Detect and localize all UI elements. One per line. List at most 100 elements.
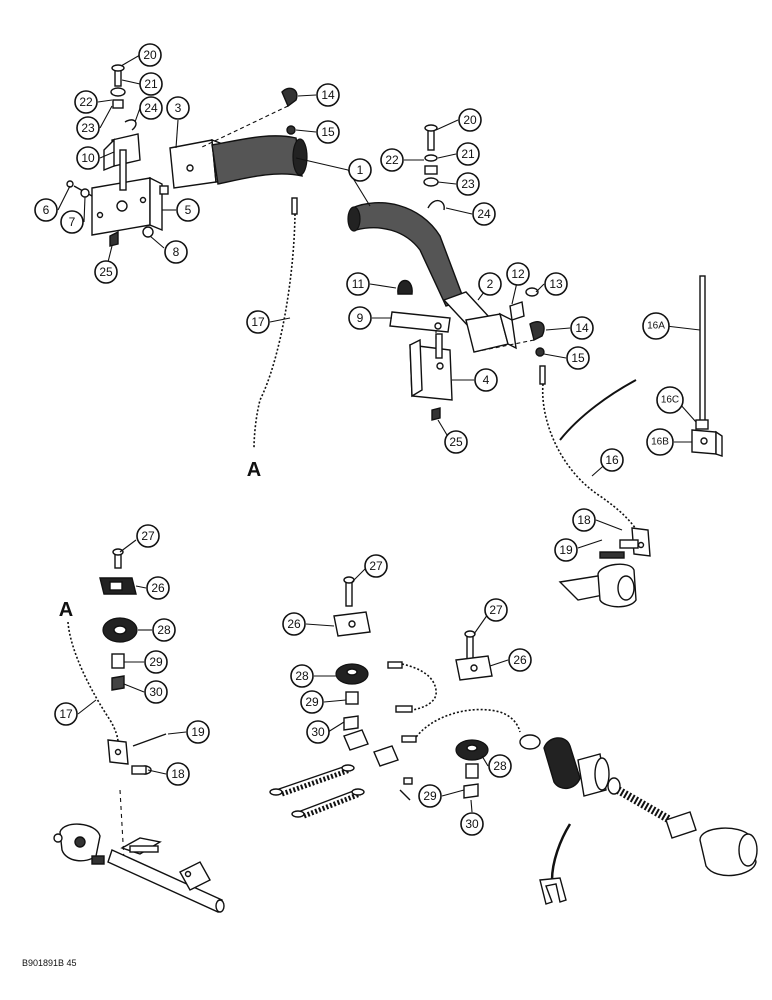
callout-7: 7 <box>60 210 84 234</box>
svg-text:9: 9 <box>357 311 364 325</box>
actuator-bracket-right <box>558 539 639 608</box>
svg-text:17: 17 <box>251 315 265 329</box>
callout-17-lower: 17 <box>54 702 78 726</box>
callout-23: 23 <box>76 116 100 140</box>
svg-text:2: 2 <box>487 277 494 291</box>
callout-25: 25 <box>94 260 118 284</box>
svg-text:21: 21 <box>461 147 475 161</box>
svg-text:26: 26 <box>513 653 527 667</box>
callout-30-center: 30 <box>306 720 330 744</box>
cables-lower-right <box>387 661 521 743</box>
plate-9 <box>389 311 451 333</box>
svg-text:30: 30 <box>149 685 163 699</box>
callout-25-right: 25 <box>444 430 468 454</box>
svg-text:14: 14 <box>575 321 589 335</box>
svg-text:24: 24 <box>477 207 491 221</box>
callout-24-right: 24 <box>472 202 496 226</box>
bracket-26-center <box>333 576 371 637</box>
svg-text:11: 11 <box>352 277 365 291</box>
callout-27-left: 27 <box>136 524 160 548</box>
callout-29-right: 29 <box>418 784 442 808</box>
callout-8: 8 <box>164 240 188 264</box>
svg-text:28: 28 <box>157 623 171 637</box>
callout-13: 13 <box>544 272 568 296</box>
callout-19-lower: 19 <box>186 720 210 744</box>
svg-text:15: 15 <box>321 125 335 139</box>
bracket-5 <box>91 176 163 236</box>
svg-text:16C: 16C <box>661 395 679 406</box>
callout-26-right: 26 <box>508 648 532 672</box>
figure-code: B901891B 45 <box>22 958 77 968</box>
svg-text:23: 23 <box>461 177 475 191</box>
hardware-lower-left <box>99 548 138 691</box>
callout-28-center: 28 <box>290 664 314 688</box>
callout-29-left: 29 <box>144 650 168 674</box>
svg-text:22: 22 <box>79 95 93 109</box>
svg-text:27: 27 <box>489 603 503 617</box>
callout-27-center: 27 <box>364 554 388 578</box>
pulley-28-center <box>335 663 369 731</box>
svg-text:17: 17 <box>59 707 73 721</box>
svg-text:10: 10 <box>81 151 95 165</box>
pivot-10 <box>103 133 141 191</box>
svg-text:20: 20 <box>143 48 157 62</box>
callout-12: 12 <box>506 262 530 286</box>
callout-16C: 16C <box>656 386 684 414</box>
callout-14-right: 14 <box>570 316 594 340</box>
svg-text:3: 3 <box>175 101 182 115</box>
svg-text:29: 29 <box>305 695 319 709</box>
callout-21: 21 <box>139 72 163 96</box>
callout-28-right: 28 <box>488 754 512 778</box>
bracket-26-right <box>455 630 493 681</box>
callout-9: 9 <box>348 306 372 330</box>
svg-text:28: 28 <box>493 759 507 773</box>
pulley-28-right <box>455 739 489 799</box>
callout-15: 15 <box>316 120 340 144</box>
svg-text:20: 20 <box>463 113 477 127</box>
svg-text:26: 26 <box>151 581 165 595</box>
cable-16 <box>539 365 651 557</box>
leader-lines <box>57 54 701 813</box>
shaft-assembly-lower-left <box>53 823 225 913</box>
svg-text:7: 7 <box>69 215 76 229</box>
svg-text:25: 25 <box>99 265 113 279</box>
callout-22: 22 <box>74 90 98 114</box>
svg-text:19: 19 <box>559 543 573 557</box>
view-ref-A-bottom: A <box>59 599 73 621</box>
view-ref-A-top: A <box>247 459 261 481</box>
callout-30-left: 30 <box>144 680 168 704</box>
control-knob-assembly <box>519 734 758 877</box>
callout-20: 20 <box>138 43 162 67</box>
svg-text:29: 29 <box>149 655 163 669</box>
svg-text:8: 8 <box>173 245 180 259</box>
svg-text:25: 25 <box>449 435 463 449</box>
svg-text:1: 1 <box>357 163 364 177</box>
svg-text:12: 12 <box>511 267 525 281</box>
svg-text:28: 28 <box>295 669 309 683</box>
svg-text:14: 14 <box>321 88 335 102</box>
clip-lower-right <box>539 877 567 905</box>
callout-20-right: 20 <box>458 108 482 132</box>
svg-text:27: 27 <box>141 529 155 543</box>
callout-3: 3 <box>166 96 190 120</box>
callout-16: 16 <box>600 448 624 472</box>
svg-text:29: 29 <box>423 789 437 803</box>
callout-4: 4 <box>474 368 498 392</box>
bracket-4 <box>409 333 453 401</box>
callout-2: 2 <box>478 272 502 296</box>
callout-10: 10 <box>76 146 100 170</box>
callout-1: 1 <box>348 158 372 182</box>
callout-5: 5 <box>176 198 200 222</box>
callout-18-lower: 18 <box>166 762 190 786</box>
svg-text:18: 18 <box>577 513 591 527</box>
callout-6: 6 <box>34 198 58 222</box>
svg-text:19: 19 <box>191 725 205 739</box>
callout-26-center: 26 <box>282 612 306 636</box>
callout-17: 17 <box>246 310 270 334</box>
callout-11: 11 <box>346 272 370 296</box>
rod-16A <box>691 275 723 457</box>
callout-21-right: 21 <box>456 142 480 166</box>
svg-text:23: 23 <box>81 121 95 135</box>
svg-text:16A: 16A <box>647 321 665 332</box>
svg-text:30: 30 <box>311 725 325 739</box>
